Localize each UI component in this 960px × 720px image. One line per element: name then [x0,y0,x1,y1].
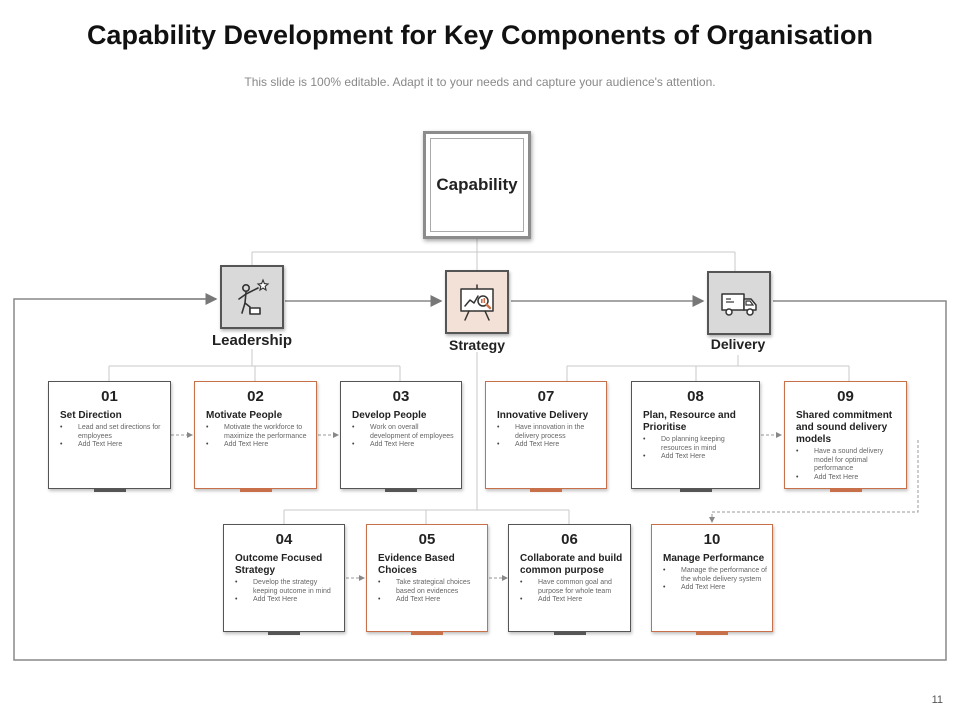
bullet-item: Add Text Here [60,441,166,450]
card-title: Collaborate and build common purpose [520,553,623,576]
card-number: 03 [392,388,410,405]
capability-box: Capability [423,131,531,239]
card-number: 02 [247,388,264,405]
page-number: 11 [931,694,943,706]
card-tab [268,631,300,635]
delivery-label: Delivery [710,336,766,352]
card-07: 07 Innovative Delivery Have innovation i… [485,381,607,492]
bullet-item: Add Text Here [497,441,602,450]
card-title: Motivate People [206,410,283,421]
bullet-item: Add Text Here [520,596,626,605]
bullet-item: Add Text Here [352,441,457,450]
bullet-item: Add Text Here [643,453,755,462]
card-title: Evidence Based Choices [378,553,455,576]
bullet-item: Add Text Here [235,596,340,605]
bullet-item: Add Text Here [378,596,483,605]
card-08: 08 Plan, Resource and Prioritise Do plan… [631,381,760,492]
leadership-icon-box [220,265,284,329]
card-title: Set Direction [60,410,122,421]
card-tab [553,631,586,635]
card-tab [530,488,562,492]
card-tab [239,488,272,492]
card-number: 09 [837,388,854,405]
presentation-board-magnifier-icon [460,284,494,321]
card-bullets: Manage the performance of the whole deli… [663,567,768,593]
card-10: 10 Manage Performance Manage the perform… [651,524,773,635]
card-title: Plan, Resource and Prioritise [643,410,736,433]
card-tab [385,488,417,492]
bullet-item: Motivate the workforce to maximize the p… [206,424,312,441]
delivery-icon-box [707,271,771,335]
card-bullets: Take strategical choices based on eviden… [378,579,483,605]
card-bullets: Have a sound delivery model for optimal … [796,448,902,482]
card-tab [829,488,862,492]
card-bullets: Motivate the workforce to maximize the p… [206,424,312,450]
strategy-label: Strategy [448,337,506,353]
card-title: Manage Performance [663,553,765,564]
leader-pointing-star-icon [238,278,270,315]
bullet-item: Have a sound delivery model for optimal … [796,448,902,474]
card-number: 08 [687,388,704,405]
slide-title: Capability Development for Key Component… [86,20,874,50]
bullet-item: Manage the performance of the whole deli… [663,567,768,584]
delivery-truck-icon [721,293,757,316]
strategy-icon-box [445,270,509,334]
bullet-item: Work on overall development of employees [352,424,457,441]
card-05: 05 Evidence Based Choices Take strategic… [366,524,488,635]
card-bullets: Develop the strategy keeping outcome in … [235,579,340,605]
card-bullets: Have innovation in the delivery process … [497,424,602,450]
card-bullets: Work on overall development of employees… [352,424,457,450]
bullet-item: Take strategical choices based on eviden… [378,579,483,596]
card-title: Innovative Delivery [497,410,589,421]
card-02: 02 Motivate People Motivate the workforc… [194,381,317,492]
card-tab [93,488,126,492]
card-number: 04 [275,531,293,548]
card-tab [679,488,712,492]
bullet-item: Have innovation in the delivery process [497,424,602,441]
bullet-item: Add Text Here [796,474,902,483]
bullet-item: Develop the strategy keeping outcome in … [235,579,340,596]
card-number: 06 [561,531,578,548]
card-title: Develop People [352,410,427,421]
card-number: 01 [101,388,118,405]
card-title: Outcome Focused Strategy [235,553,323,576]
bullet-item: Do planning keeping resources in mind [643,436,755,453]
card-04: 04 Outcome Focused Strategy Develop the … [223,524,345,635]
slide-subtitle: This slide is 100% editable. Adapt it to… [244,75,716,89]
bullet-item: Lead and set directions for employees [60,424,166,441]
card-number: 05 [418,531,436,548]
bullet-item: Add Text Here [206,441,312,450]
leadership-label: Leadership [211,332,293,349]
card-09: 09 Shared commitment and sound delivery … [784,381,907,492]
card-01: 01 Set Direction Lead and set directions… [48,381,171,492]
card-03: 03 Develop People Work on overall develo… [340,381,462,492]
card-number: 10 [703,531,721,548]
card-bullets: Do planning keeping resources in mind Ad… [643,436,755,462]
bullet-item: Have common goal and purpose for whole t… [520,579,626,596]
card-title: Shared commitment and sound delivery mod… [796,410,893,445]
bullet-item: Add Text Here [663,584,768,593]
card-number: 07 [537,388,555,405]
card-bullets: Have common goal and purpose for whole t… [520,579,626,605]
card-tab [411,631,443,635]
card-tab [696,631,728,635]
capability-label: Capability [430,138,524,232]
card-06: 06 Collaborate and build common purpose … [508,524,631,635]
card-bullets: Lead and set directions for employees Ad… [60,424,166,450]
